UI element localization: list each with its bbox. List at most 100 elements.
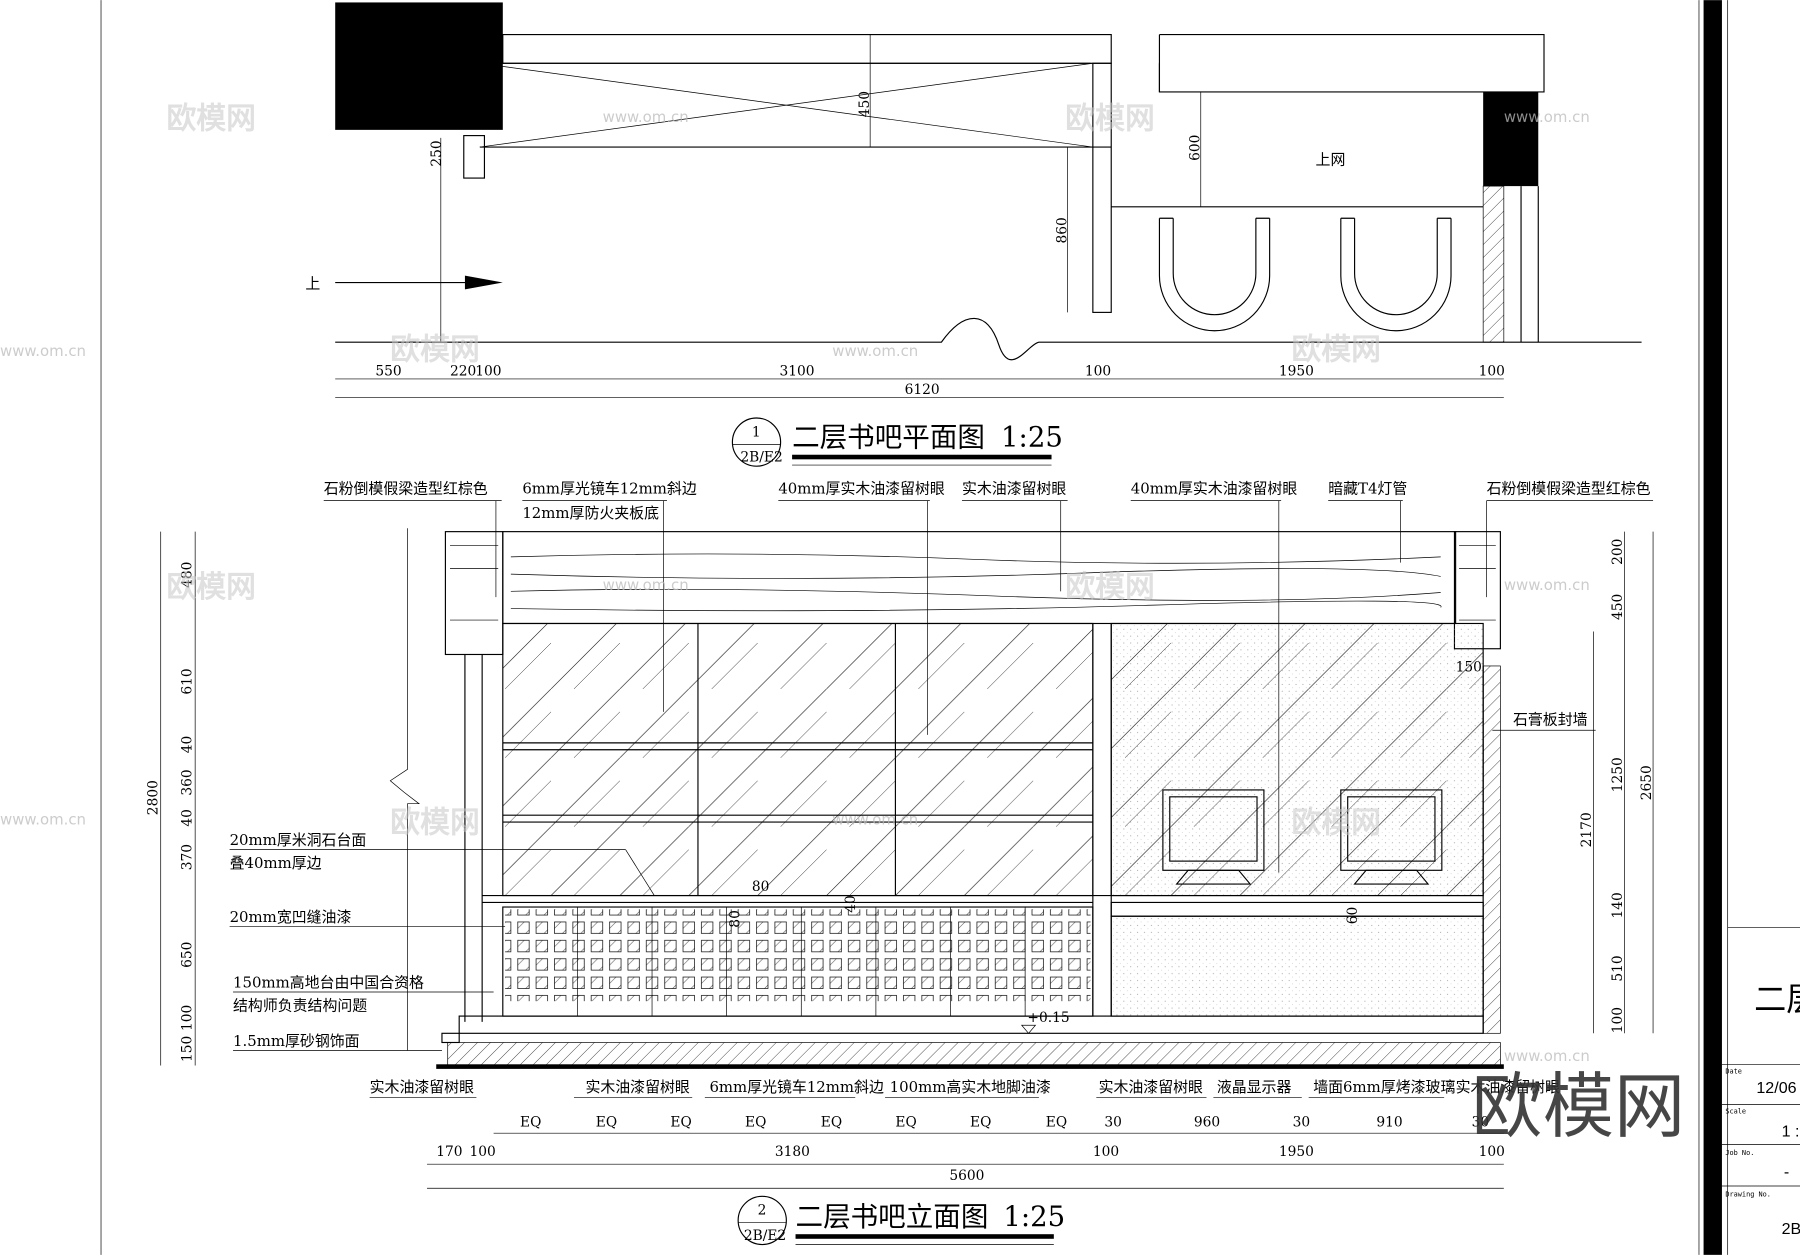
drawing-label: 140 [1610,892,1626,918]
drawing-label: 40 [180,809,196,827]
drawing-label: 20mm厚米洞石台面 [230,831,367,849]
watermark-logo-large: 欧模网 [1472,1065,1685,1148]
watermark-url: www.om.cn [1504,576,1590,594]
drawing-label: EQ [596,1114,617,1130]
watermark-url: www.om.cn [603,108,689,126]
watermark-url: www.om.cn [832,342,918,360]
drawing-label: 2170 [1579,812,1595,847]
drawing-label: EQ [970,1114,991,1130]
left-dimensions: 480 610 40 360 40 370 650 100 150 2800 [145,531,196,1066]
drawing-label: 1 [752,424,761,440]
drawing-label: 100 [475,364,501,380]
drawing-label: 150 [1456,660,1482,676]
drawing-label: 650 [180,942,196,968]
drawing-label: 叠40mm厚边 [230,854,322,872]
drawing-label: 610 [180,668,196,694]
drawing-label: 1950 [1279,1144,1314,1160]
drawing-label: 30 [1293,1114,1311,1130]
drawing-label: 2 [758,1203,767,1219]
watermarks: 欧模网 欧模网 欧模网 欧模网 欧模网 欧模网 欧模网 欧模网 www.om.c… [0,102,1685,1148]
drawing-label: 550 [375,364,401,380]
drawing-label: 960 [1194,1114,1220,1130]
room-label: 上网 [1316,150,1346,168]
drawing-label: EQ [745,1114,766,1130]
drawing-label: 170 [436,1144,462,1160]
plan-view: 上网 上 250 450 600 860 550 220 100 3100 10… [305,2,1642,467]
drawing-label: 1 : [1782,1123,1800,1141]
drawing-label: 石粉倒模假梁造型红棕色 [1487,480,1651,498]
drawing-label: 1250 [1610,757,1626,792]
drawing-label: 860 [1054,217,1070,243]
drawing-label: 150mm高地台由中国合资格 [233,973,424,991]
watermark-url: www.om.cn [832,810,918,828]
drawing-label: 100 [1085,364,1111,380]
drawing-label: 3100 [779,364,814,380]
bottom-dimensions: EQ EQ EQ EQ EQ EQ EQ EQ 30 960 30 910 30… [427,1114,1505,1189]
watermark-logo: 欧模网 [166,570,255,605]
watermark-url: www.om.cn [0,810,86,828]
monitor-icon [1340,789,1443,885]
drawing-label: EQ [670,1114,691,1130]
drawing-label: 暗藏T4灯管 [1328,480,1407,498]
watermark-logo: 欧模网 [1291,805,1380,840]
drawing-label: 6mm厚光镜车12mm斜边 [522,480,697,498]
elevation-title: 二层书吧立面图 [796,1201,989,1233]
right-dimensions: 200 450 1250 140 510 100 2170 2650 [1579,531,1655,1033]
inner-dimensions: 150 80 80 40 60 [727,660,1482,928]
drawing-label: 100 [1479,364,1505,380]
drawing-label: 450 [1610,594,1626,620]
drawing-label: 石粉倒模假梁造型红棕色 [324,480,488,498]
drawing-label: 液晶显示器 [1217,1078,1292,1096]
drawing-label: 40 [843,895,859,913]
drawing-label: 3180 [775,1144,810,1160]
drawing-label: 5600 [949,1168,984,1184]
drawing-label: 结构师负责结构问题 [233,996,367,1014]
up-label: 上 [305,274,320,292]
watermark-logo: 欧模网 [390,805,479,840]
drawing-label: - [1784,1163,1789,1181]
drawing-label: 实木油漆留树眼 [1456,1078,1560,1096]
drawing-label: 150 [180,1036,196,1062]
drawing-label: 石膏板封墙 [1513,711,1588,729]
drawing-label: 12mm厚防火夹板底 [522,504,659,522]
drawing-label: 100 [1093,1144,1119,1160]
drawing-label: 墙面6mm厚烤漆玻璃 [1313,1078,1455,1096]
drawing-label: 510 [1610,955,1626,981]
drawing-label: EQ [1046,1114,1067,1130]
drawing-label: 100 [1610,1007,1626,1033]
drawing-label: 2800 [145,780,161,815]
watermark-logo: 欧模网 [390,332,479,367]
drawing-label: 12/06 [1756,1079,1796,1097]
drawing-label: Date [1725,1067,1742,1075]
watermark-logo: 欧模网 [1291,332,1380,367]
drawing-label: 1:25 [1003,1201,1065,1233]
drawing-label: 二层 [1754,980,1800,1018]
top-callouts: 石粉倒模假梁造型红棕色 6mm厚光镜车12mm斜边 12mm厚防火夹板底 40m… [323,480,1654,873]
drawing-label: 2B/E2 [744,1228,786,1244]
chair-icon [1340,217,1452,332]
drawing-label: 250 [429,140,445,166]
watermark-url: www.om.cn [1504,108,1590,126]
drawing-label: 实木油漆留树眼 [1099,1078,1203,1096]
drawing-label: 40mm厚实木油漆留树眼 [778,480,945,498]
drawing-label: EQ [520,1114,541,1130]
left-callouts: 20mm厚米洞石台面 叠40mm厚边 20mm宽凹缝油漆 150mm高地台由中国… [229,831,655,1051]
drawing-label: 2B [1782,1220,1800,1238]
drawing-label: 20mm宽凹缝油漆 [230,908,352,926]
drawing-label: 1.5mm厚砂钢饰面 [233,1032,360,1050]
drawing-label: +0.15 [1027,1010,1069,1026]
drawing-label: 100 [1479,1144,1505,1160]
drawing-label: 2B/E2 [740,450,782,466]
drawing-label: Drawing No. [1725,1190,1771,1198]
watermark-url: www.om.cn [1504,1047,1590,1065]
drawing-label: Job No. [1725,1149,1754,1157]
chair-icon [1158,217,1271,332]
drawing-label: 910 [1376,1114,1402,1130]
watermark-logo: 欧模网 [166,102,255,137]
drawing-label: 40mm厚实木油漆留树眼 [1131,480,1298,498]
drawing-label: 100 [470,1144,496,1160]
drawing-label: 360 [180,769,196,795]
drawing-label: 100mm高实木地脚油漆 [890,1078,1051,1096]
drawing-label: 实木油漆留树眼 [370,1078,474,1096]
